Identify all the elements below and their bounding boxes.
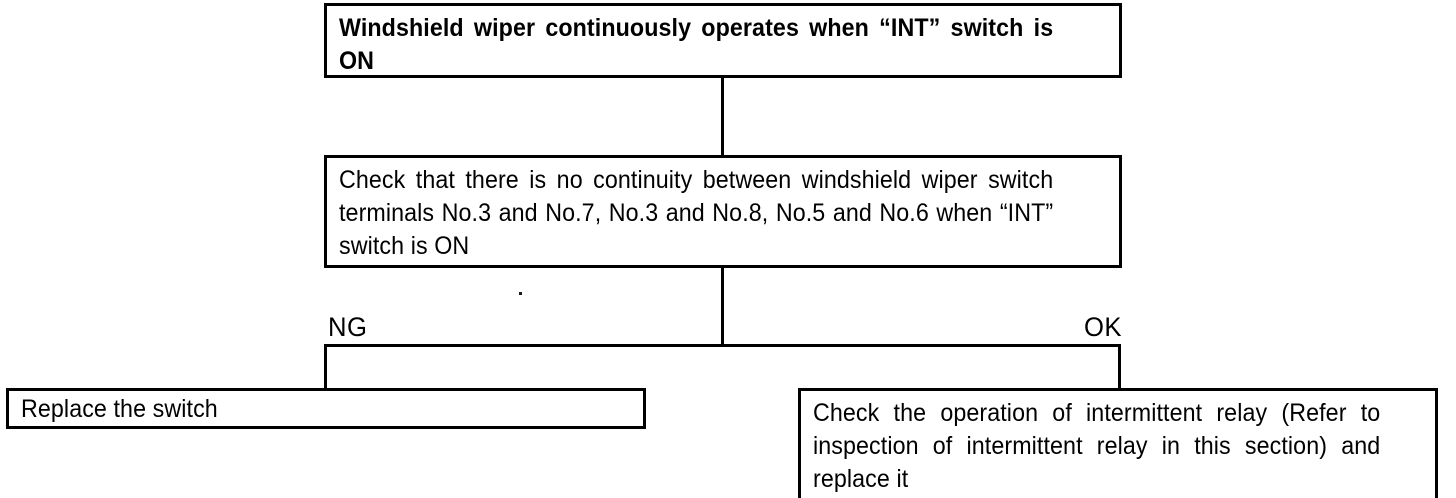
scan-artifact-speck (519, 292, 522, 295)
connector-ng-drop (324, 344, 327, 390)
flowchart-node-check: Check that there is no continuity betwee… (324, 155, 1122, 268)
flowchart-node-ok-action-text: Check the operation of intermittent rela… (813, 399, 1381, 493)
connector-check-to-branch (721, 266, 724, 347)
flowchart-node-ng-action-text: Replace the switch (21, 395, 218, 423)
connector-symptom-to-check (721, 77, 724, 156)
flowchart-node-check-text: Check that there is no continuity betwee… (339, 166, 1054, 260)
flowchart-node-ng-action: Replace the switch (6, 388, 646, 429)
branch-label-ok: OK (1084, 312, 1123, 342)
branch-label-ng: NG (328, 312, 368, 342)
connector-ok-drop (1118, 344, 1121, 390)
connector-branch-bar (324, 344, 1121, 347)
flowchart-node-symptom: Windshield wiper continuously operates w… (324, 3, 1122, 78)
flowchart-node-symptom-text: Windshield wiper continuously operates w… (339, 14, 1054, 75)
flowchart-node-ok-action: Check the operation of intermittent rela… (798, 388, 1438, 498)
